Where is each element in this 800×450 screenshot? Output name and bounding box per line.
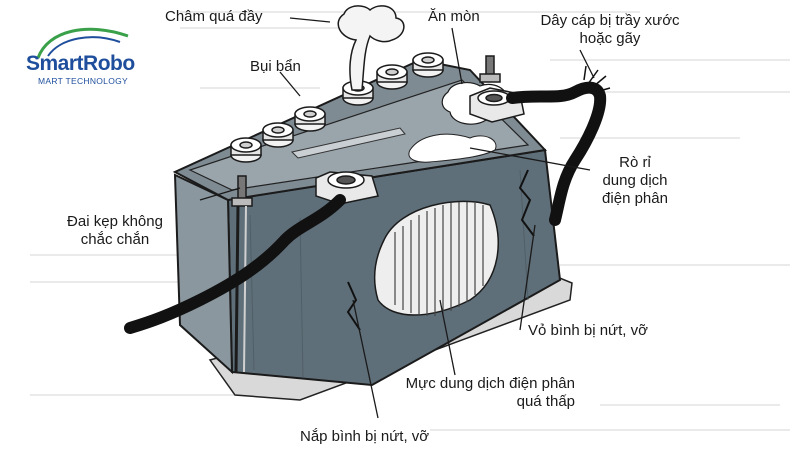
vent-cap: [294, 106, 326, 132]
cell-plates: [394, 202, 484, 316]
label-cable-line2: hoặc gãy: [579, 30, 641, 47]
smartrobo-logo: SmartRobo MART TECHNOLOGY: [8, 18, 168, 98]
vent-cap: [412, 52, 444, 78]
vent-cap: [376, 64, 408, 90]
case-shading: [249, 169, 529, 379]
hold-down-bolts: [231, 55, 501, 207]
label-leak-line1: Rò rỉ: [619, 154, 651, 171]
vent-caps: [230, 52, 444, 163]
label-corrosion: Ăn mòn: [428, 8, 480, 25]
label-lid-crack: Nắp bình bị nứt, vỡ: [300, 428, 430, 445]
logo-arc-icon: [36, 27, 129, 59]
cable-positive: [506, 81, 607, 226]
label-clamp-line1: Đai kẹp không: [67, 213, 163, 230]
terminal-clamp-left: [315, 171, 379, 205]
label-low-level-line2: quá thấp: [516, 393, 575, 410]
label-leak-line2: dung dịch: [602, 172, 668, 189]
lid-crack: [346, 281, 361, 331]
logo-tagline: MART TECHNOLOGY: [38, 76, 128, 86]
vent-cap: [262, 122, 294, 148]
overflow-plume: [337, 5, 405, 91]
label-dirt: Bụi bẩn: [250, 58, 301, 75]
logo-brand: SmartRobo: [26, 52, 135, 75]
label-leak-line3: điện phân: [602, 190, 668, 207]
label-clamp-line2: chắc chắn: [80, 231, 150, 248]
label-cable-damaged: Dây cáp bị trầy xước hoặc gãy: [510, 12, 710, 48]
case-crack: [518, 169, 535, 237]
vent-cap: [230, 137, 262, 163]
leader-lines: [199, 17, 595, 419]
battery-case-side: [173, 173, 234, 375]
label-loose-clamp: Đai kẹp không chắc chắn: [40, 213, 190, 249]
label-overflow: Châm quá đầy: [165, 8, 263, 25]
electrolyte-leak: [408, 133, 497, 163]
hold-down-rod: [243, 205, 247, 373]
label-low-level-line1: Mực dung dịch điện phân: [405, 375, 575, 392]
hold-down-rod: [234, 205, 240, 373]
label-low-electrolyte: Mực dung dịch điện phân quá thấp: [385, 375, 575, 411]
label-leak: Rò rỉ dung dịch điện phân: [580, 154, 690, 208]
dirt-streak: [291, 127, 406, 159]
label-case-crack: Vỏ bình bị nứt, vỡ: [528, 322, 648, 339]
label-cable-line1: Dây cáp bị trầy xước: [540, 12, 680, 29]
cable-negative: [124, 194, 346, 334]
